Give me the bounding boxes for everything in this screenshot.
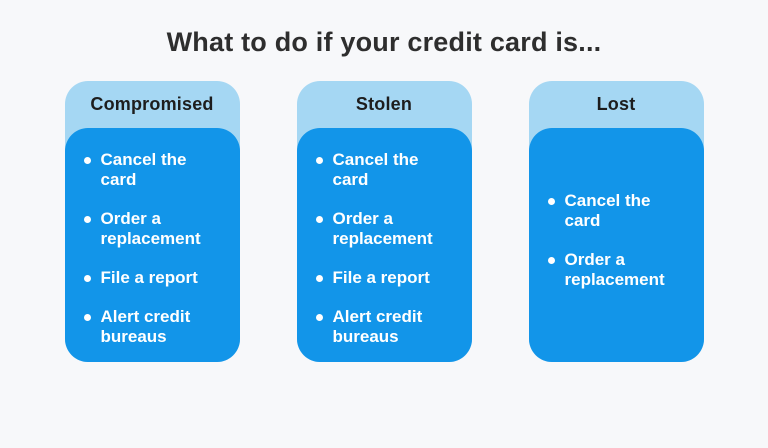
bullet-icon bbox=[547, 256, 555, 264]
list-item-text: Cancel the card bbox=[332, 150, 419, 189]
card-compromised: Compromised Cancel the card Order a repl… bbox=[64, 81, 240, 362]
card-stolen: Stolen Cancel the card Order a replaceme… bbox=[296, 81, 472, 362]
card-stolen-title: Stolen bbox=[355, 94, 413, 114]
list-item-text: Order a replacement bbox=[332, 209, 433, 248]
card-lost-list: Cancel the card Order a replacement bbox=[528, 128, 704, 362]
bullet-icon bbox=[83, 216, 91, 223]
list-item-text: Cancel the card bbox=[100, 150, 187, 189]
list-item: Cancel the card bbox=[82, 150, 228, 190]
list-item: Order a replacement bbox=[314, 209, 460, 249]
list-item: Cancel the card bbox=[546, 191, 692, 231]
bullet-icon bbox=[547, 197, 555, 205]
bullet-icon bbox=[315, 216, 323, 223]
list-item-text: File a report bbox=[332, 268, 430, 287]
card-compromised-title: Compromised bbox=[90, 94, 214, 114]
list-item: File a report bbox=[82, 268, 228, 288]
bullet-icon bbox=[83, 314, 91, 321]
bullet-icon bbox=[315, 314, 323, 321]
list-item: Cancel the card bbox=[314, 150, 460, 190]
list-item-text: Alert credit bureaus bbox=[100, 307, 191, 346]
card-compromised-list: Cancel the card Order a replacement File… bbox=[64, 128, 240, 362]
card-stolen-list: Cancel the card Order a replacement File… bbox=[296, 128, 472, 362]
list-item: Alert credit bureaus bbox=[314, 307, 460, 347]
list-item: File a report bbox=[314, 268, 460, 288]
cards-row: Compromised Cancel the card Order a repl… bbox=[0, 81, 768, 362]
list-item: Order a replacement bbox=[82, 209, 228, 249]
list-item-text: File a report bbox=[100, 268, 198, 287]
card-lost: Lost Cancel the card Order a replacement bbox=[528, 81, 704, 362]
bullet-icon bbox=[315, 275, 323, 282]
list-item: Alert credit bureaus bbox=[82, 307, 228, 347]
bullet-icon bbox=[83, 157, 91, 164]
card-lost-title: Lost bbox=[596, 94, 636, 114]
page-title: What to do if your credit card is... bbox=[166, 27, 602, 57]
list-item-text: Alert credit bureaus bbox=[332, 307, 423, 346]
list-item-text: Cancel the card bbox=[564, 190, 651, 230]
list-item-text: Order a replacement bbox=[564, 249, 665, 289]
list-item-text: Order a replacement bbox=[100, 209, 201, 248]
bullet-icon bbox=[83, 275, 91, 282]
list-item: Order a replacement bbox=[546, 250, 692, 290]
bullet-icon bbox=[315, 157, 323, 164]
